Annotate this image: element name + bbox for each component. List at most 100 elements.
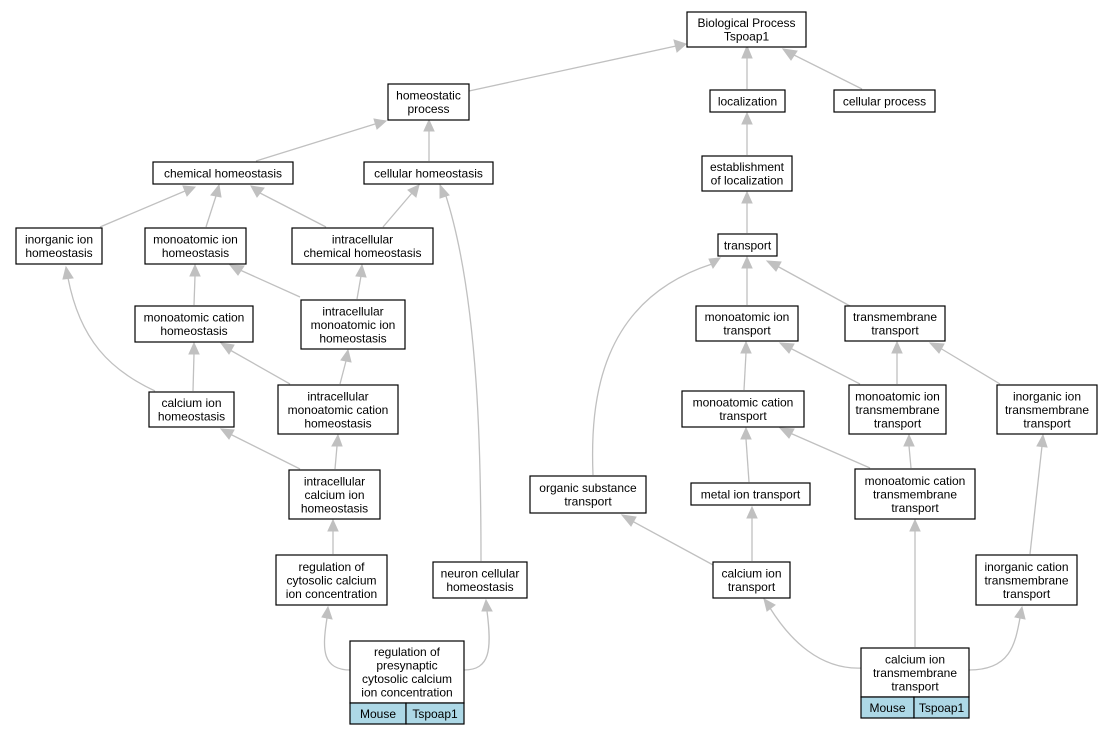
go-term-box	[152, 161, 294, 185]
edge-inorganic-ion-tm-transport-to-transmembrane-transport	[928, 342, 1001, 385]
go-term-label-line: of localization	[711, 174, 784, 188]
go-term-box	[701, 155, 793, 192]
go-term-box	[349, 640, 465, 704]
edge-arrowhead	[763, 598, 776, 612]
edge-line	[793, 54, 863, 90]
go-term-label-line: transport	[874, 416, 922, 430]
go-term-label-line: homeostasis	[158, 410, 225, 424]
edge-arrowhead	[891, 340, 903, 354]
edge-line	[205, 195, 217, 228]
go-term-label-line: transport	[871, 324, 919, 338]
edge-line	[939, 347, 1001, 385]
edge-line	[334, 445, 338, 470]
edge-intracellular-calcium-to-calcium-ion-homeostasis	[219, 428, 301, 470]
edge-cellular-homeostasis-to-homeostatic	[423, 118, 435, 161]
go-term-label-line: transport	[564, 495, 612, 509]
go-term-box	[854, 468, 976, 520]
go-term-label-line: calcium ion	[304, 488, 364, 502]
go-term-box	[288, 469, 381, 520]
edge-arrowhead	[1036, 433, 1048, 448]
go-term-label-line: monoatomic ion	[311, 318, 396, 332]
edge-intracellular-monoatomic-ion-to-intracellular-chemical	[355, 263, 367, 300]
edge-line	[743, 352, 747, 391]
go-term-label-line: cytosolic calcium	[362, 672, 452, 686]
go-term-box	[291, 227, 434, 265]
go-term-label-line: monoatomic cation	[144, 311, 245, 325]
edge-arrowhead	[423, 118, 435, 132]
go-term-label-line: cellular process	[843, 94, 926, 108]
edge-arrowhead	[321, 605, 333, 620]
edge-arrowhead	[62, 265, 74, 280]
go-term-label-line: transmembrane	[853, 310, 937, 324]
edge-arrowhead	[481, 598, 493, 612]
go-term-label-line: transport	[1023, 416, 1071, 430]
go-term-box	[848, 384, 947, 435]
go-term-label-line: homeostatic	[396, 89, 461, 103]
gene-label: Tspoap1	[412, 707, 458, 721]
edge-line	[591, 263, 713, 476]
go-term-box	[148, 391, 235, 428]
go-term-box	[363, 161, 494, 185]
go-term-label-line: homeostasis	[301, 501, 368, 515]
edge-line	[67, 277, 156, 392]
go-term-label-line: transport	[724, 238, 772, 252]
edge-localization-to-root	[741, 44, 753, 89]
go-term-box	[387, 83, 470, 121]
edge-arrowhead	[778, 342, 795, 354]
go-term-metal-ion-transport[interactable]: metal ion transport	[690, 482, 811, 506]
go-term-transport[interactable]: transport	[717, 233, 778, 257]
edges-layer	[62, 39, 1048, 671]
edge-arrowhead	[620, 514, 637, 527]
edge-calcium-ion-tm-transport-to-monoatomic-cation-tm-transport	[909, 518, 921, 647]
go-term-box	[833, 89, 936, 113]
edge-arrowhead	[741, 255, 753, 269]
edge-calcium-ion-homeostasis-to-inorganic-ion-homeostasis	[62, 265, 156, 392]
go-term-box	[975, 554, 1078, 606]
go-term-cellular-process[interactable]: cellular process	[833, 89, 936, 113]
go-term-label-line: cytosolic calcium	[286, 573, 376, 587]
go-term-label-line: transport	[891, 679, 939, 693]
go-term-chemical-homeostasis[interactable]: chemical homeostasis	[152, 161, 294, 185]
edge-monoatomic-ion-tm-transport-to-monoatomic-ion-transport	[778, 342, 861, 385]
edge-intracellular-monoatomic-cation-to-monoatomic-cation-homeostasis	[219, 342, 291, 385]
edge-arrowhead	[228, 264, 245, 276]
go-term-label-line: homeostasis	[319, 331, 386, 345]
go-term-localization[interactable]: localization	[709, 89, 786, 113]
go-term-label-line: homeostasis	[162, 246, 229, 260]
edge-arrowhead	[673, 39, 687, 53]
go-term-cellular-homeostasis[interactable]: cellular homeostasis	[363, 161, 494, 185]
go-term-label-line: regulation of	[374, 645, 441, 659]
edge-arrowhead	[909, 518, 921, 532]
edge-arrowhead	[746, 505, 758, 519]
go-term-label-line: Biological Process	[697, 16, 795, 30]
go-term-box	[277, 384, 399, 435]
go-term-box	[432, 561, 528, 599]
go-term-box	[690, 482, 811, 506]
